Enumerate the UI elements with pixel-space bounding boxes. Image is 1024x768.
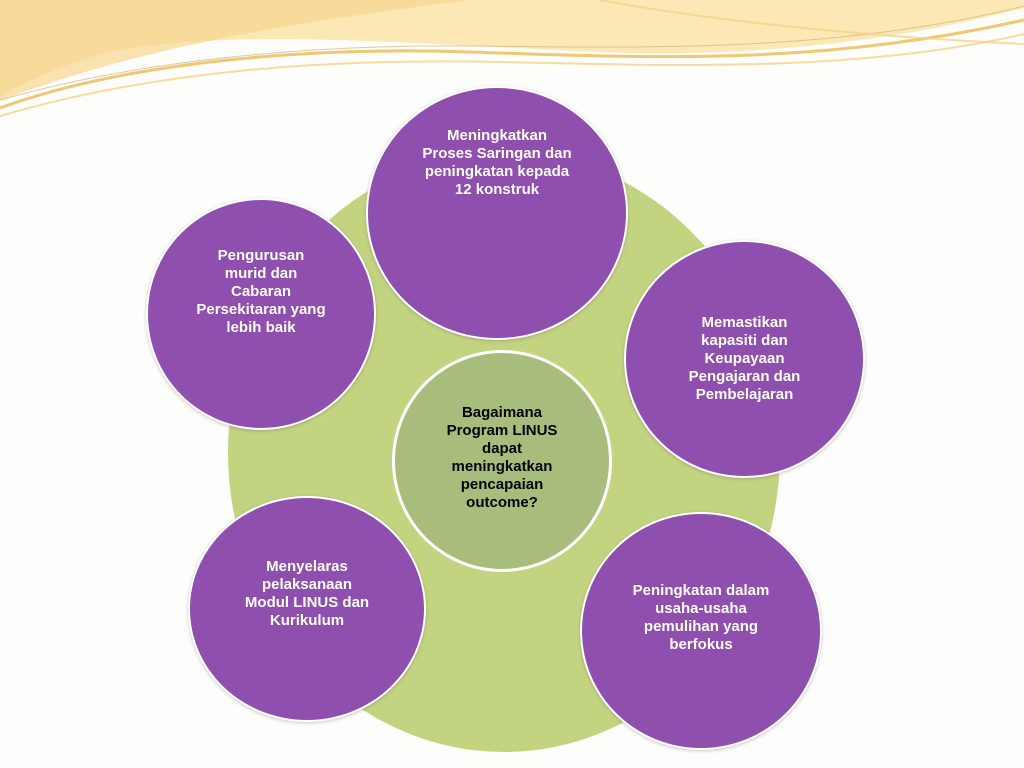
node-label: Peningkatan dalam usaha-usaha pemulihan … bbox=[632, 582, 770, 653]
node-proses-saringan: Meningkatkan Proses Saringan dan peningk… bbox=[366, 86, 628, 340]
center-label: Bagaimana Program LINUS dapat meningkatk… bbox=[446, 404, 558, 511]
node-pengurusan-murid: Pengurusan murid dan Cabaran Persekitara… bbox=[146, 198, 376, 430]
node-label: Menyelaras pelaksanaan Modul LINUS dan K… bbox=[244, 558, 370, 629]
node-label: Memastikan kapasiti dan Keupayaan Pengaj… bbox=[688, 314, 801, 403]
node-modul-linus: Menyelaras pelaksanaan Modul LINUS dan K… bbox=[188, 496, 426, 722]
header-swoosh-decoration bbox=[0, 0, 1024, 117]
node-label: Meningkatkan Proses Saringan dan peningk… bbox=[422, 127, 572, 198]
node-kapasiti-keupayaan: Memastikan kapasiti dan Keupayaan Pengaj… bbox=[624, 240, 865, 478]
center-node: Bagaimana Program LINUS dapat meningkatk… bbox=[392, 350, 612, 572]
node-label: Pengurusan murid dan Cabaran Persekitara… bbox=[196, 247, 326, 336]
node-usaha-pemulihan: Peningkatan dalam usaha-usaha pemulihan … bbox=[580, 512, 822, 750]
